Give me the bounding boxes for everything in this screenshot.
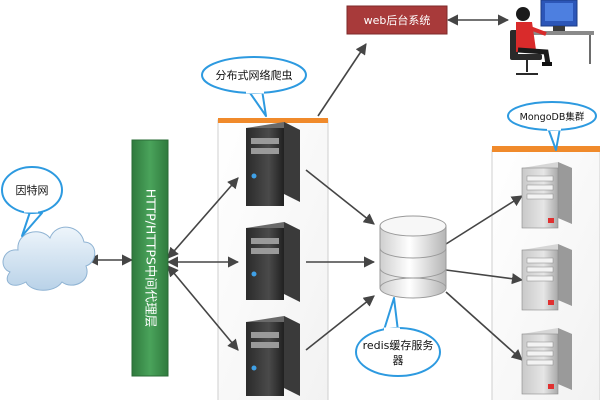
redis-label-line1: redis缓存服务 bbox=[363, 338, 434, 352]
crawler-callout: 分布式网络爬虫 bbox=[201, 56, 307, 117]
connections bbox=[86, 14, 524, 361]
arrow-redis-mongo-3 bbox=[445, 291, 523, 361]
redis-database-icon bbox=[379, 215, 447, 299]
internet-callout: 因特网 bbox=[1, 166, 63, 237]
web-backend-box: web后台系统 bbox=[346, 5, 448, 35]
user-computer-icon bbox=[510, 0, 594, 75]
mongodb-label: MongoDB集群 bbox=[520, 111, 585, 123]
arrow-proxy-crawler-3 bbox=[167, 265, 239, 351]
internet-cloud-icon bbox=[2, 226, 96, 291]
proxy-label: HTTP/HTTPS中间代理层 bbox=[144, 189, 159, 328]
redis-callout: redis缓存服务 器 bbox=[355, 297, 441, 377]
arrow-crawler-3-redis bbox=[305, 295, 375, 351]
crawler-label: 分布式网络爬虫 bbox=[216, 68, 293, 82]
arrow-crawler-1-redis bbox=[305, 169, 375, 225]
arrow-redis-mongo-1 bbox=[445, 195, 523, 245]
crawler-panel-header-bar bbox=[218, 118, 328, 123]
internet-label: 因特网 bbox=[16, 183, 49, 197]
proxy-layer: HTTP/HTTPS中间代理层 bbox=[131, 139, 169, 377]
mongodb-server-icon bbox=[521, 328, 572, 395]
crawler-server-icon bbox=[246, 316, 300, 396]
crawler-server-icon bbox=[246, 122, 300, 206]
arrow-crawler-web bbox=[317, 43, 367, 117]
mongodb-server-icon bbox=[521, 162, 572, 229]
web-label: web后台系统 bbox=[364, 13, 431, 27]
mongodb-callout: MongoDB集群 bbox=[507, 101, 597, 151]
mongodb-panel-header-bar bbox=[492, 146, 600, 152]
arrow-proxy-crawler-1 bbox=[167, 177, 239, 259]
arrow-redis-mongo-2 bbox=[445, 269, 524, 285]
mongodb-server-icon bbox=[521, 244, 572, 311]
crawler-server-icon bbox=[246, 222, 300, 302]
redis-label-line2: 器 bbox=[393, 354, 404, 367]
